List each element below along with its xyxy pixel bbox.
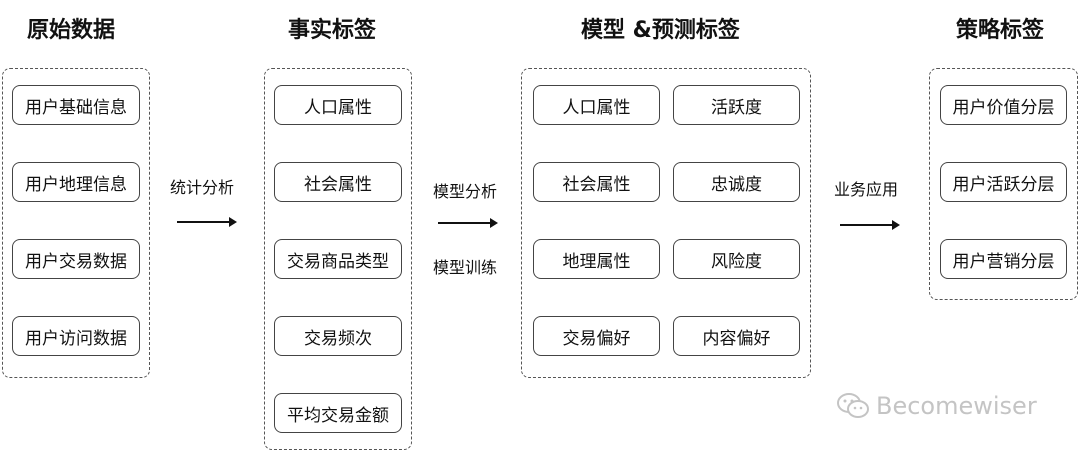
watermark-text: Becomewiser xyxy=(876,392,1037,420)
model-tags-group xyxy=(521,68,811,378)
model-tag-item: 人口属性 xyxy=(533,85,660,125)
fact-tag-item: 交易频次 xyxy=(274,316,402,356)
fact-tag-item: 人口属性 xyxy=(274,85,402,125)
model-tag-item: 交易偏好 xyxy=(533,316,660,356)
strategy-tag-item: 用户活跃分层 xyxy=(940,162,1067,202)
arrow-fact-to-model xyxy=(438,218,498,228)
title-strategy-tags: 策略标签 xyxy=(956,18,1045,43)
title-model-tags: 模型 &预测标签 xyxy=(581,18,740,43)
strategy-tags-group xyxy=(929,68,1078,300)
fact-tags-group xyxy=(264,68,412,450)
model-tag-item: 社会属性 xyxy=(533,162,660,202)
prediction-tag-item: 风险度 xyxy=(673,239,800,279)
model-training-label: 模型训练 xyxy=(433,258,498,277)
watermark: Becomewiser xyxy=(836,392,1037,420)
prediction-tag-item: 内容偏好 xyxy=(673,316,800,356)
raw-data-group xyxy=(2,68,150,378)
prediction-tag-item: 活跃度 xyxy=(673,85,800,125)
strategy-tag-item: 用户营销分层 xyxy=(940,239,1067,279)
raw-data-item: 用户交易数据 xyxy=(12,239,140,279)
raw-data-item: 用户基础信息 xyxy=(12,85,140,125)
arrow-model-to-strategy xyxy=(840,220,900,230)
fact-tag-item: 社会属性 xyxy=(274,162,402,202)
arrow-raw-to-fact xyxy=(177,217,237,227)
raw-data-item: 用户访问数据 xyxy=(12,316,140,356)
stat-analysis-label: 统计分析 xyxy=(170,178,235,197)
fact-tag-item: 交易商品类型 xyxy=(274,239,402,279)
fact-tag-item: 平均交易金额 xyxy=(274,393,402,433)
business-app-label: 业务应用 xyxy=(834,180,899,199)
model-analysis-label: 模型分析 xyxy=(433,182,498,201)
wechat-icon xyxy=(837,393,869,418)
title-raw-data: 原始数据 xyxy=(27,18,116,43)
strategy-tag-item: 用户价值分层 xyxy=(940,85,1067,125)
prediction-tag-item: 忠诚度 xyxy=(673,162,800,202)
title-fact-tags: 事实标签 xyxy=(288,18,377,43)
raw-data-item: 用户地理信息 xyxy=(12,162,140,202)
model-tag-item: 地理属性 xyxy=(533,239,660,279)
